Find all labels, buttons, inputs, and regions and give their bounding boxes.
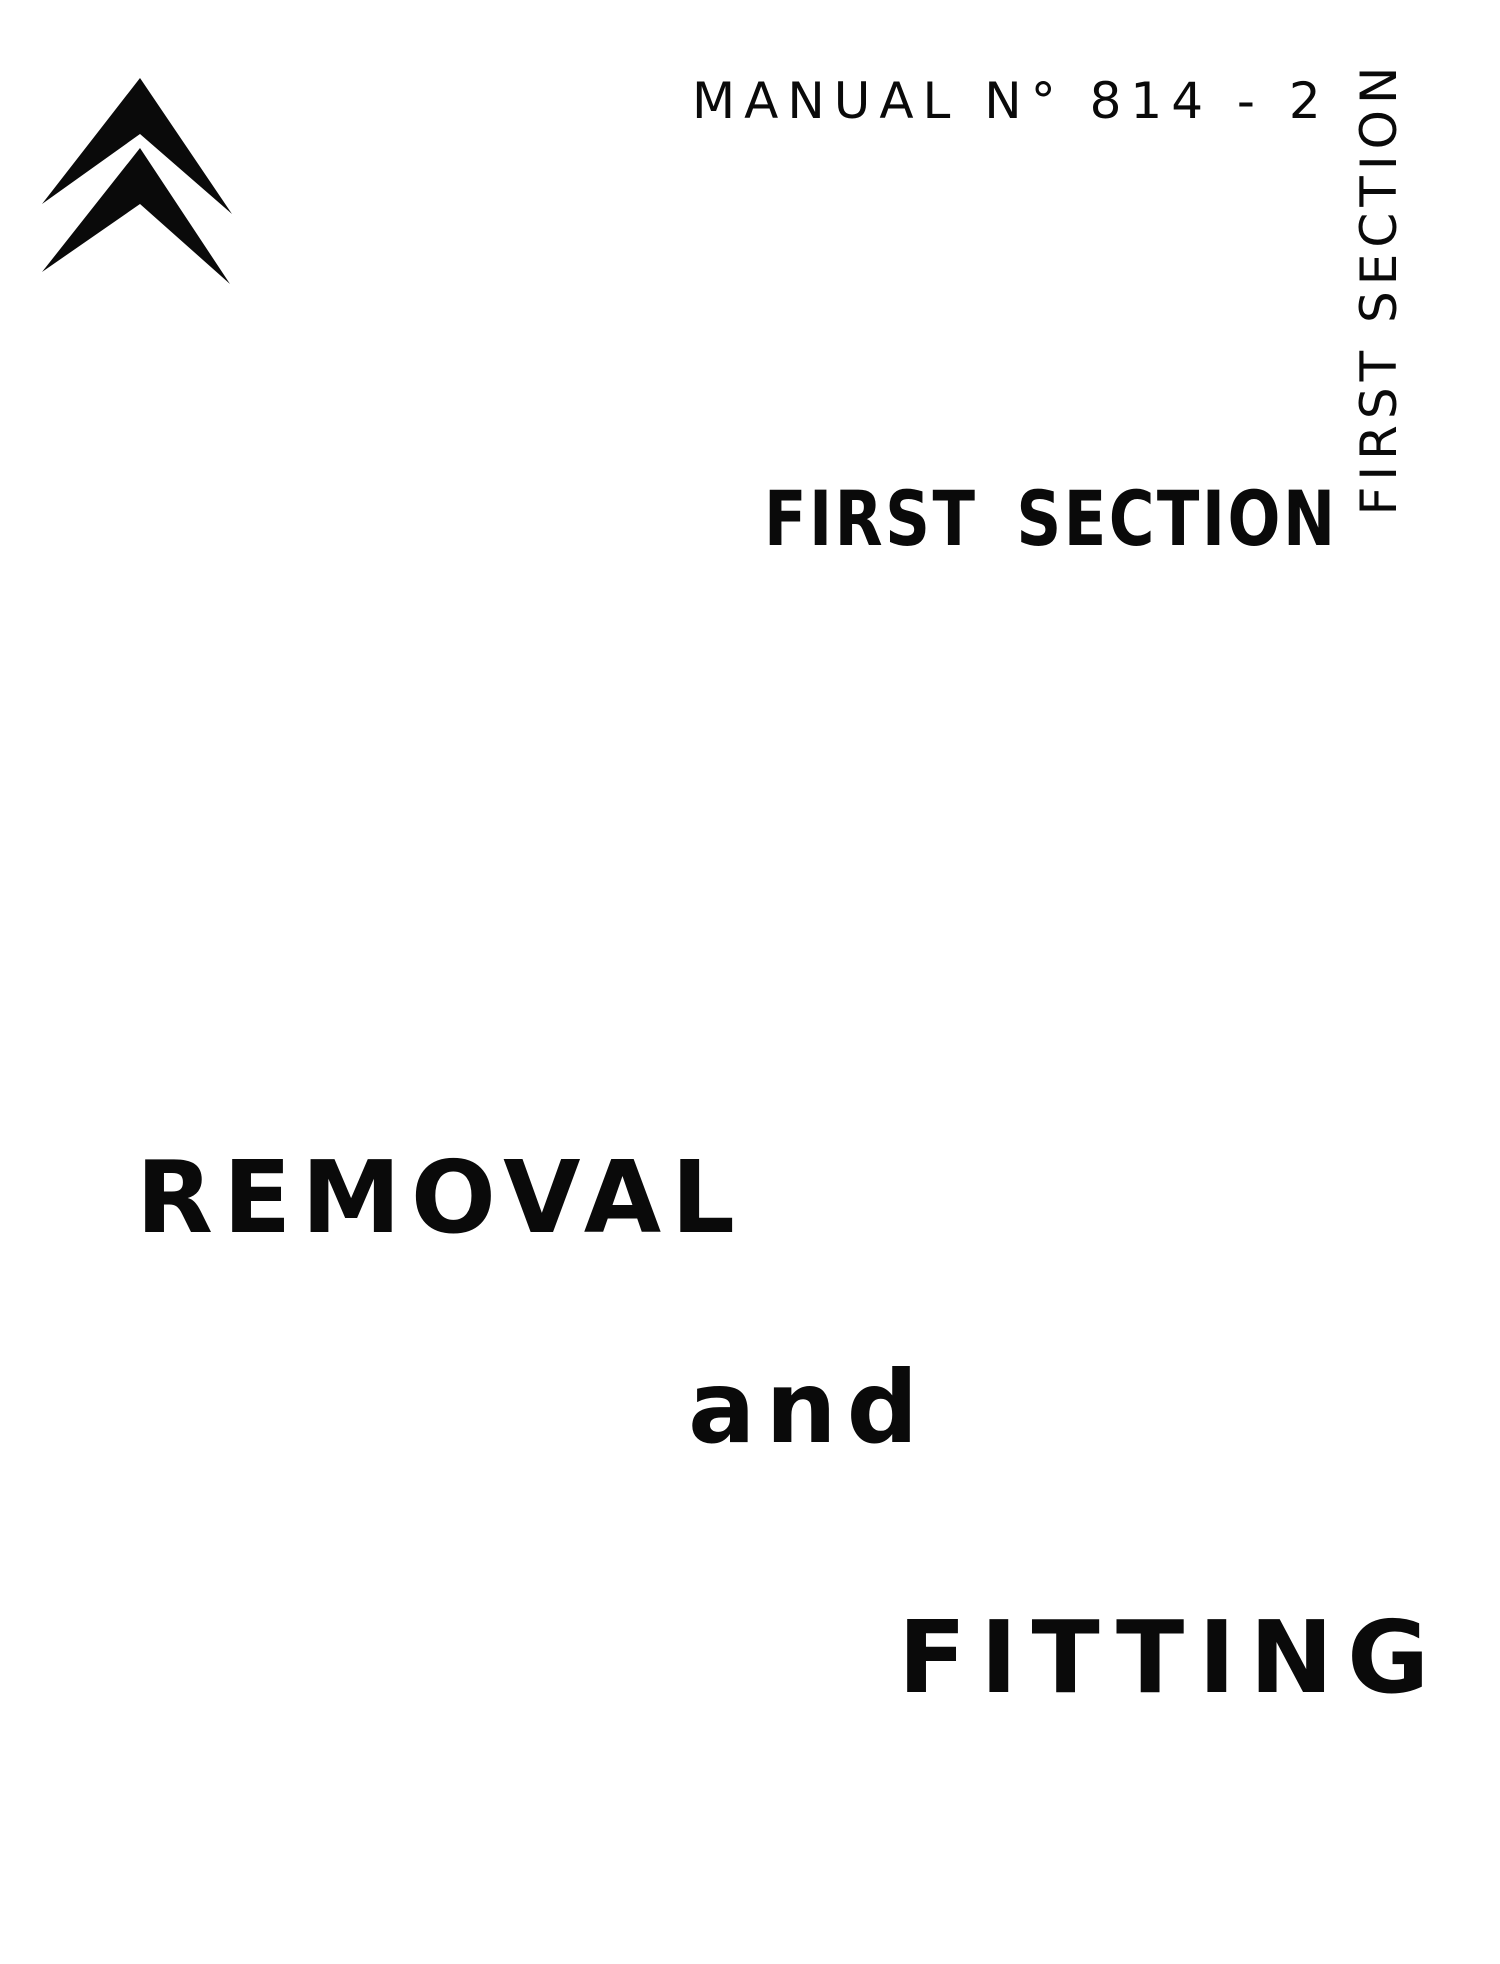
lower-chevron <box>42 148 230 284</box>
section-heading: FIRST SECTION <box>764 474 1338 563</box>
title-fitting: FITTING <box>898 1599 1444 1716</box>
title-removal: REMOVAL <box>136 1139 745 1256</box>
title-and: and <box>688 1349 929 1466</box>
side-section-label: FIRST SECTION <box>1350 60 1408 516</box>
upper-chevron <box>42 78 232 214</box>
manual-number: MANUAL N° 814 - 2 <box>692 72 1330 130</box>
double-chevron-logo-icon <box>42 78 232 284</box>
side-section-tab: FIRST SECTION <box>1342 61 1416 516</box>
